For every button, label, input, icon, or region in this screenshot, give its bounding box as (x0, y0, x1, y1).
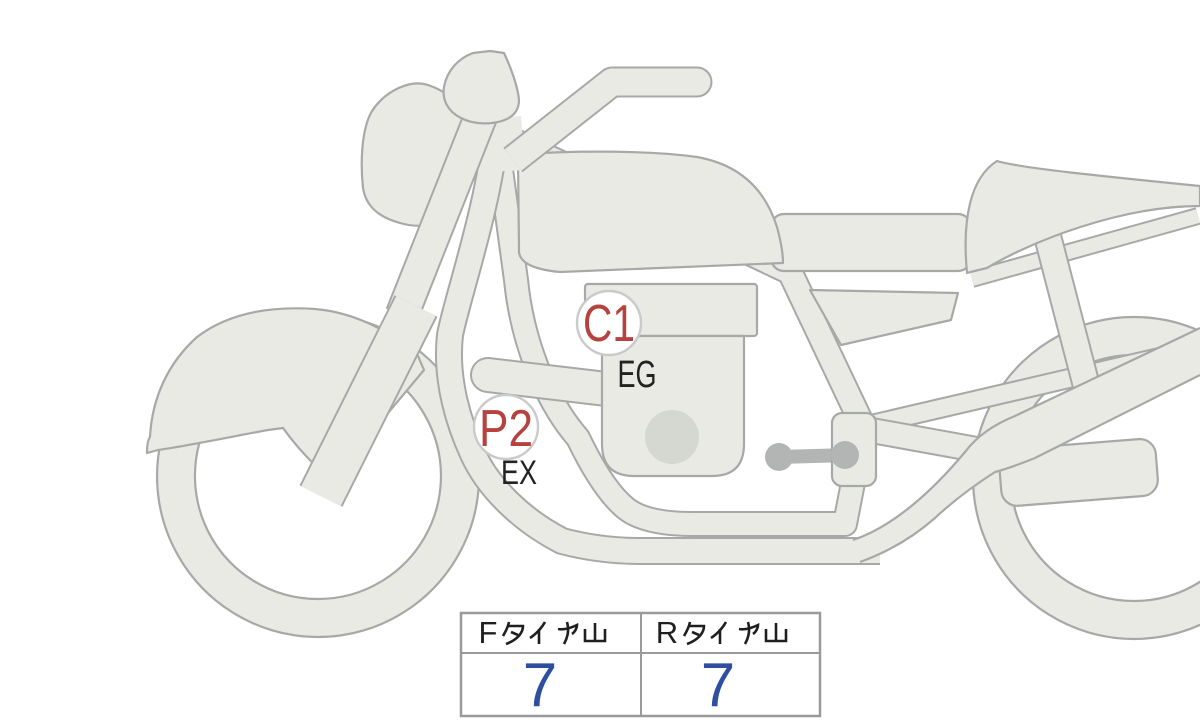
svg-text:F: F (479, 615, 498, 650)
svg-text:EX: EX (501, 454, 537, 492)
svg-text:R: R (656, 615, 678, 650)
svg-text:C1: C1 (583, 295, 635, 353)
svg-text:EG: EG (618, 354, 657, 396)
svg-text:P2: P2 (479, 400, 533, 458)
svg-text:7: 7 (701, 651, 735, 720)
svg-text:7: 7 (523, 651, 557, 720)
